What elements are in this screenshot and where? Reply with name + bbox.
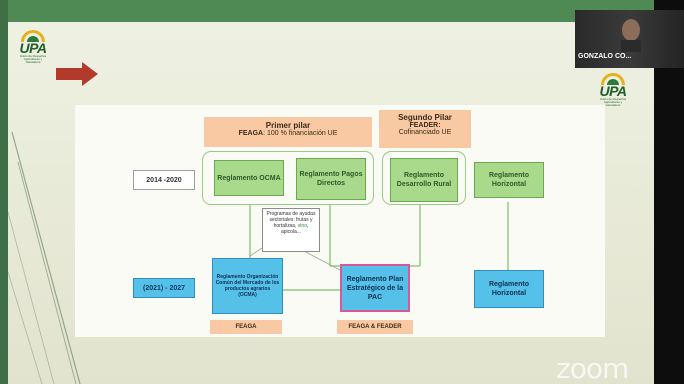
period-2014-2020: 2014 -2020	[133, 170, 195, 190]
first-pillar-body: FEAGA: 100 % financiación UE	[238, 130, 338, 137]
decorative-lines	[8, 131, 81, 384]
reg-ocm-bottom: Reglamento Organización Común del Mercad…	[212, 258, 283, 314]
second-pillar-title: Segundo Pilar	[398, 113, 452, 122]
reg-plan-estrategico: Reglamento Plan Estratégico de la PAC	[340, 264, 410, 312]
footer-feaga-feader: FEAGA & FEADER	[337, 320, 413, 334]
logo-subtitle: Unión de Pequeños Agricultores y Ganader…	[19, 54, 47, 64]
sun-icon-small	[601, 73, 625, 85]
logo-brand: UPA	[19, 40, 47, 56]
participant-silhouette-icon	[621, 19, 641, 52]
reg-desarrollo-rural: Reglamento Desarrollo Rural	[390, 158, 458, 202]
reg-horizontal-bottom: Reglamento Horizontal	[474, 270, 544, 308]
second-pillar-line3: Cofinanciado UE	[398, 129, 452, 136]
footer-feaga: FEAGA	[210, 320, 282, 334]
reg-pagos-directos: Reglamento Pagos Directos	[296, 158, 366, 200]
reg-horizontal-top: Reglamento Horizontal	[474, 162, 544, 198]
period-2021-2027: (2021) - 2027	[133, 278, 195, 298]
first-pillar-group	[202, 151, 374, 205]
participant-name: GONZALO CO...	[578, 53, 632, 60]
first-pillar-header: Primer pilar FEAGA: 100 % financiación U…	[204, 117, 372, 147]
top-border	[0, 0, 684, 22]
reg-ocma: Reglamento OCMA	[214, 160, 284, 196]
participant-video-tile[interactable]: GONZALO CO...	[575, 10, 684, 68]
logo-subtitle-right: Unión de Pequeños Agricultores y Ganader…	[599, 97, 627, 107]
second-pillar-line2: FEADER:	[409, 122, 441, 129]
sun-icon	[21, 30, 45, 42]
left-border	[0, 0, 8, 384]
first-pillar-title: Primer pilar	[265, 121, 311, 130]
upa-logo-left: UPA Unión de Pequeños Agricultores y Gan…	[18, 26, 48, 64]
logo-brand-right: UPA	[599, 83, 627, 99]
arrow-right-icon	[56, 62, 98, 86]
programas-ayudas-note: Programas de ayudas sectoriales: frutas …	[262, 208, 320, 252]
zoom-watermark: zoom	[556, 352, 629, 384]
second-pillar-group	[382, 151, 466, 205]
second-pillar-header: Segundo Pilar FEADER: Cofinanciado UE	[379, 110, 471, 148]
upa-logo-right: UPA Unión de Pequeños Agricultores y Gan…	[598, 69, 628, 107]
